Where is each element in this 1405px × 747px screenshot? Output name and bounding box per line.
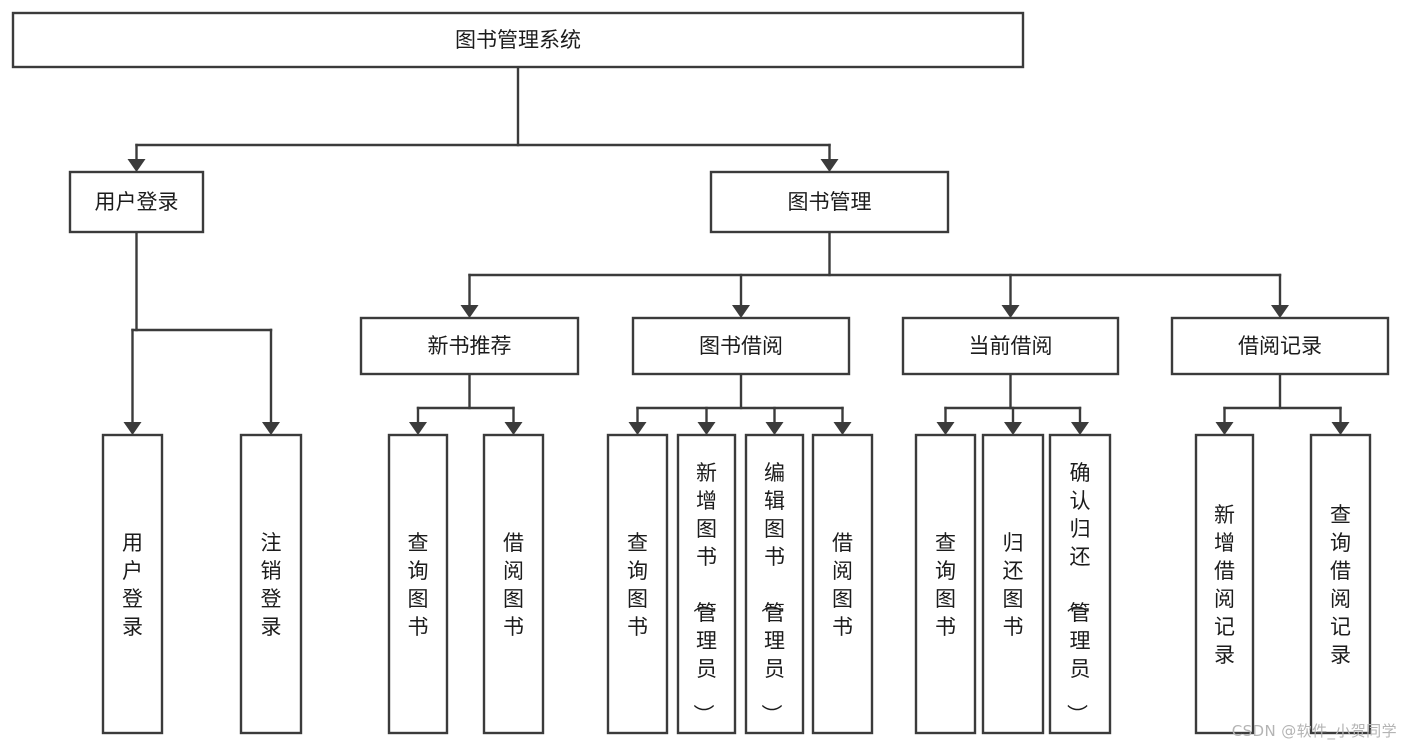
arrow-head-icon <box>1001 305 1020 318</box>
arrow-head-icon <box>697 422 716 435</box>
leaf-node-9-归还图书[interactable]: 归还图书 <box>981 433 1045 735</box>
node-label: 借阅图书 <box>503 531 524 639</box>
node-rect <box>914 433 977 735</box>
connector-layer <box>123 65 1350 435</box>
node-layer: 图书管理系统用户登录图书管理新书推荐图书借阅当前借阅借阅记录用户登录注销登录查询… <box>11 11 1390 735</box>
node-rect <box>811 433 874 735</box>
arrow-head-icon <box>820 159 839 172</box>
arrow-head-icon <box>504 422 523 435</box>
node-rect <box>1194 433 1255 735</box>
node-rect <box>606 433 669 735</box>
arrow-head-icon <box>127 159 146 172</box>
leaf-node-1-注销登录[interactable]: 注销登录 <box>239 433 303 735</box>
node-label: 查询图书 <box>408 531 429 639</box>
arrow-head-icon <box>123 422 142 435</box>
node-label: 借阅记录 <box>1238 334 1322 358</box>
leaf-node-11-新增借阅记录[interactable]: 新增借阅记录 <box>1194 433 1255 735</box>
arrow-head-icon <box>732 305 750 318</box>
node-rect <box>981 433 1045 735</box>
node-label: 图书管理系统 <box>455 28 581 52</box>
node-rect <box>11 11 1025 69</box>
node-label: 新书推荐 <box>428 334 512 358</box>
node-label: 查询图书 <box>935 531 956 639</box>
node-新书推荐[interactable]: 新书推荐 <box>359 316 580 376</box>
node-rect <box>359 316 580 376</box>
node-rect <box>709 170 950 234</box>
arrow-head-icon <box>1271 305 1289 318</box>
arrow-head-icon <box>460 305 479 318</box>
arrow-head-icon <box>409 422 427 435</box>
arrow-head-icon <box>262 422 280 435</box>
node-当前借阅[interactable]: 当前借阅 <box>901 316 1120 376</box>
node-rect <box>631 316 851 376</box>
arrow-head-icon <box>1331 422 1350 435</box>
node-label: 编辑图书（管理员） <box>759 461 785 725</box>
node-label: 归还图书 <box>1003 531 1024 639</box>
node-图书管理系统[interactable]: 图书管理系统 <box>11 11 1025 69</box>
leaf-node-2-查询图书[interactable]: 查询图书 <box>387 433 449 735</box>
leaf-node-8-查询图书[interactable]: 查询图书 <box>914 433 977 735</box>
arrow-head-icon <box>936 422 955 435</box>
node-rect <box>101 433 164 735</box>
leaf-node-4-查询图书[interactable]: 查询图书 <box>606 433 669 735</box>
node-rect <box>901 316 1120 376</box>
leaf-node-3-借阅图书[interactable]: 借阅图书 <box>482 433 545 735</box>
node-rect <box>744 433 805 735</box>
leaf-node-6-编辑图书管理员[interactable]: 编辑图书（管理员） <box>744 433 805 735</box>
node-label: 新增图书（管理员） <box>691 461 717 725</box>
node-label: 注销登录 <box>261 531 282 639</box>
node-rect <box>239 433 303 735</box>
node-用户登录[interactable]: 用户登录 <box>68 170 205 234</box>
arrow-head-icon <box>1071 422 1089 435</box>
arrow-head-icon <box>1215 422 1234 435</box>
arrow-head-icon <box>628 422 647 435</box>
node-label: 用户登录 <box>122 531 143 639</box>
node-图书管理[interactable]: 图书管理 <box>709 170 950 234</box>
node-label: 图书借阅 <box>699 334 783 358</box>
leaf-node-7-借阅图书[interactable]: 借阅图书 <box>811 433 874 735</box>
node-rect <box>68 170 205 234</box>
node-图书借阅[interactable]: 图书借阅 <box>631 316 851 376</box>
node-rect <box>387 433 449 735</box>
node-rect <box>482 433 545 735</box>
node-label: 用户登录 <box>95 190 179 214</box>
arrow-head-icon <box>765 422 784 435</box>
leaf-node-0-用户登录[interactable]: 用户登录 <box>101 433 164 735</box>
csdn-watermark: CSDN @软件_小贺同学 <box>1231 722 1397 740</box>
leaf-node-5-新增图书管理员[interactable]: 新增图书（管理员） <box>676 433 737 735</box>
node-rect <box>1309 433 1372 735</box>
leaf-node-12-查询借阅记录[interactable]: 查询借阅记录 <box>1309 433 1372 735</box>
arrow-head-icon <box>833 422 852 435</box>
node-label: 图书管理 <box>788 190 872 214</box>
node-label: 新增借阅记录 <box>1214 503 1235 667</box>
node-rect <box>1170 316 1390 376</box>
node-借阅记录[interactable]: 借阅记录 <box>1170 316 1390 376</box>
node-label: 当前借阅 <box>969 334 1053 358</box>
node-rect <box>1048 433 1112 735</box>
node-label: 确认归还（管理员） <box>1065 461 1091 725</box>
leaf-node-10-确认归还管理员[interactable]: 确认归还（管理员） <box>1048 433 1112 735</box>
node-label: 借阅图书 <box>832 531 853 639</box>
node-rect <box>676 433 737 735</box>
arrow-head-icon <box>1004 422 1022 435</box>
node-label: 查询借阅记录 <box>1330 503 1351 667</box>
node-label: 查询图书 <box>627 531 648 639</box>
